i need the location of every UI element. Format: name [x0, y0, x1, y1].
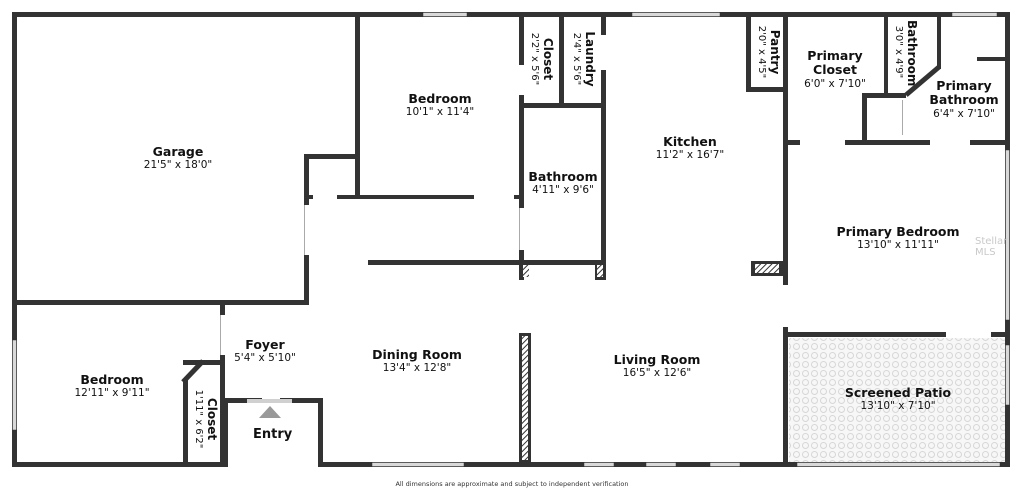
windows	[12, 12, 1010, 467]
room-bedroom-top: Bedroom 10'1" x 11'4"	[392, 91, 488, 119]
laundry-hatch	[523, 265, 529, 277]
room-primary-bathroom: Primary Bathroom 6'4" x 7'10"	[922, 78, 1006, 120]
doorway-edges	[220, 100, 903, 355]
room-living-room: Living Room 16'5" x 12'6"	[604, 352, 710, 380]
room-pantry: Pantry 2'0" x 4'5"	[753, 20, 782, 84]
room-name: Bedroom	[80, 372, 144, 387]
kitchen-hatch	[755, 264, 779, 273]
room-name: Laundry	[583, 31, 597, 87]
room-dimensions: 13'4" x 12'8"	[382, 362, 452, 375]
room-dimensions: 3'0" x 4'9"	[893, 25, 905, 79]
room-name: Foyer	[245, 337, 285, 352]
screened-patio-floor	[789, 338, 1008, 464]
room-dimensions: 2'0" x 4'5"	[756, 25, 768, 79]
room-name-line2: Closet	[813, 62, 857, 78]
room-foyer: Foyer 5'4" x 5'10"	[225, 337, 305, 365]
room-name-line1: Primary	[936, 78, 992, 93]
room-dimensions: 4'11" x 9'6"	[532, 184, 594, 197]
room-closet-left: Closet 1'11" x 6'2"	[190, 387, 219, 451]
room-name: Bedroom	[408, 91, 472, 106]
room-name: Dining Room	[372, 347, 462, 362]
room-name: Garage	[152, 144, 204, 159]
room-primary-bedroom: Primary Bedroom 13'10" x 11'11"	[830, 224, 966, 252]
room-dimensions: 10'1" x 11'4"	[405, 106, 475, 119]
room-dimensions: 2'4" x 5'6"	[571, 32, 583, 86]
room-bathroom-small: Bathroom 3'0" x 4'9"	[890, 20, 919, 87]
room-dining-room: Dining Room 13'4" x 12'8"	[364, 347, 470, 375]
entry-door	[247, 399, 292, 403]
doorways	[220, 35, 991, 467]
room-bathroom-center: Bathroom 4'11" x 9'6"	[518, 169, 608, 197]
room-name-line2: Bathroom	[929, 92, 999, 108]
diagonal-walls	[181, 65, 941, 384]
room-name: Kitchen	[663, 134, 717, 149]
room-dimensions: 16'5" x 12'6"	[622, 367, 692, 380]
room-dimensions: 2'2" x 5'6"	[529, 32, 541, 86]
room-dimensions: 1'11" x 6'2"	[193, 389, 205, 449]
room-garage: Garage 21'5" x 18'0"	[130, 144, 226, 172]
room-dimensions: 13'10" x 11'11"	[857, 239, 939, 252]
room-name: Living Room	[613, 352, 701, 367]
watermark: Stellar MLS	[975, 236, 1008, 258]
room-closet-top: Closet 2'2" x 5'6"	[526, 24, 555, 94]
room-name: Bathroom	[528, 169, 598, 184]
room-name: Primary Bedroom	[836, 224, 960, 239]
room-dimensions: 5'4" x 5'10"	[234, 352, 296, 365]
room-name: Screened Patio	[844, 385, 952, 400]
divider-hatch	[522, 336, 528, 460]
room-dimensions: 13'10" x 7'10"	[860, 400, 936, 413]
room-primary-closet: Primary Closet 6'0" x 7'10"	[792, 48, 878, 90]
room-bedroom-left: Bedroom 12'11" x 9'11"	[64, 372, 160, 400]
room-screened-patio: Screened Patio 13'10" x 7'10"	[836, 385, 960, 413]
room-name: Pantry	[768, 29, 782, 75]
entry-arrow-icon	[259, 406, 281, 418]
room-dimensions: 21'5" x 18'0"	[143, 159, 213, 172]
room-dimensions: 6'0" x 7'10"	[804, 77, 866, 90]
room-name: Closet	[541, 37, 555, 81]
room-name-line1: Primary	[807, 48, 863, 63]
room-dimensions: 6'4" x 7'10"	[933, 107, 995, 120]
room-kitchen: Kitchen 11'2" x 16'7"	[642, 134, 738, 162]
entry-label: Entry	[253, 427, 293, 442]
room-dimensions: 12'11" x 9'11"	[74, 387, 150, 400]
room-dimensions: 11'2" x 16'7"	[655, 149, 725, 162]
laundry-hatch-2	[597, 265, 603, 277]
room-name: Bathroom	[905, 20, 919, 87]
room-name: Closet	[205, 397, 219, 441]
disclaimer: All dimensions are approximate and subje…	[395, 480, 629, 488]
room-laundry: Laundry 2'4" x 5'6"	[568, 24, 597, 94]
